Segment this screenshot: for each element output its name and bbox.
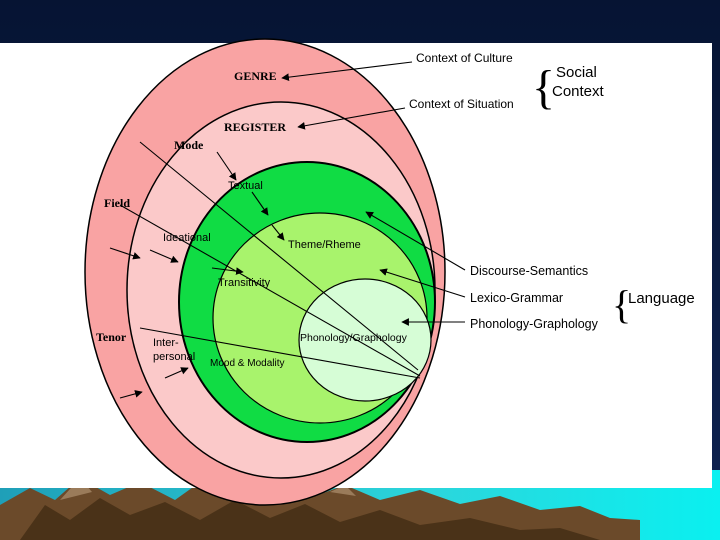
interpersonal-label-line2: personal <box>153 351 195 363</box>
discourse-semantics-arrow <box>365 211 466 271</box>
phonology-graphology-circle <box>298 278 432 402</box>
interpersonal-arrow <box>164 367 189 379</box>
mode-arrow <box>216 151 237 181</box>
tenor-label: Tenor <box>96 330 127 344</box>
register-label: REGISTER <box>224 120 286 134</box>
theme-rheme-arrow <box>271 224 285 241</box>
textual-label: Textual <box>228 180 263 192</box>
transitivity-arrow <box>211 267 244 275</box>
connector-lines <box>119 141 421 379</box>
context-of-situation-label: Context of Situation <box>409 97 514 111</box>
social-context-brace: { <box>532 61 555 114</box>
situation-arrow <box>297 107 406 130</box>
field-arrow <box>109 247 141 260</box>
language-brace: { <box>612 282 631 327</box>
ideational-arrow <box>149 249 179 263</box>
tenor-arrow <box>119 390 143 399</box>
ideational-label: Ideational <box>163 232 211 244</box>
genre-label: GENRE <box>234 69 277 83</box>
interpersonal-label-line1: Inter- <box>153 337 179 349</box>
context-of-culture-label: Context of Culture <box>416 51 513 65</box>
culture-arrow <box>281 61 413 81</box>
discourse-semantics-label: Discourse-Semantics <box>470 264 588 278</box>
mode-label: Mode <box>174 138 204 152</box>
social-label: Social <box>556 64 597 81</box>
mood-modality-label: Mood & Modality <box>210 358 284 369</box>
language-label: Language <box>628 290 695 307</box>
transitivity-label: Transitivity <box>218 277 271 289</box>
lexico-grammar-arrow <box>379 268 466 298</box>
theme-rheme-label: Theme/Rheme <box>288 239 361 251</box>
context-label: Context <box>552 83 605 100</box>
phonology-graphology-label: Phonology-Graphology <box>470 317 599 331</box>
field-label: Field <box>104 196 130 210</box>
textual-arrow <box>251 191 269 216</box>
phonology-graphology-inner-label: Phonology/Graphology <box>300 332 408 344</box>
lexico-grammar-label: Lexico-Grammar <box>470 291 563 305</box>
